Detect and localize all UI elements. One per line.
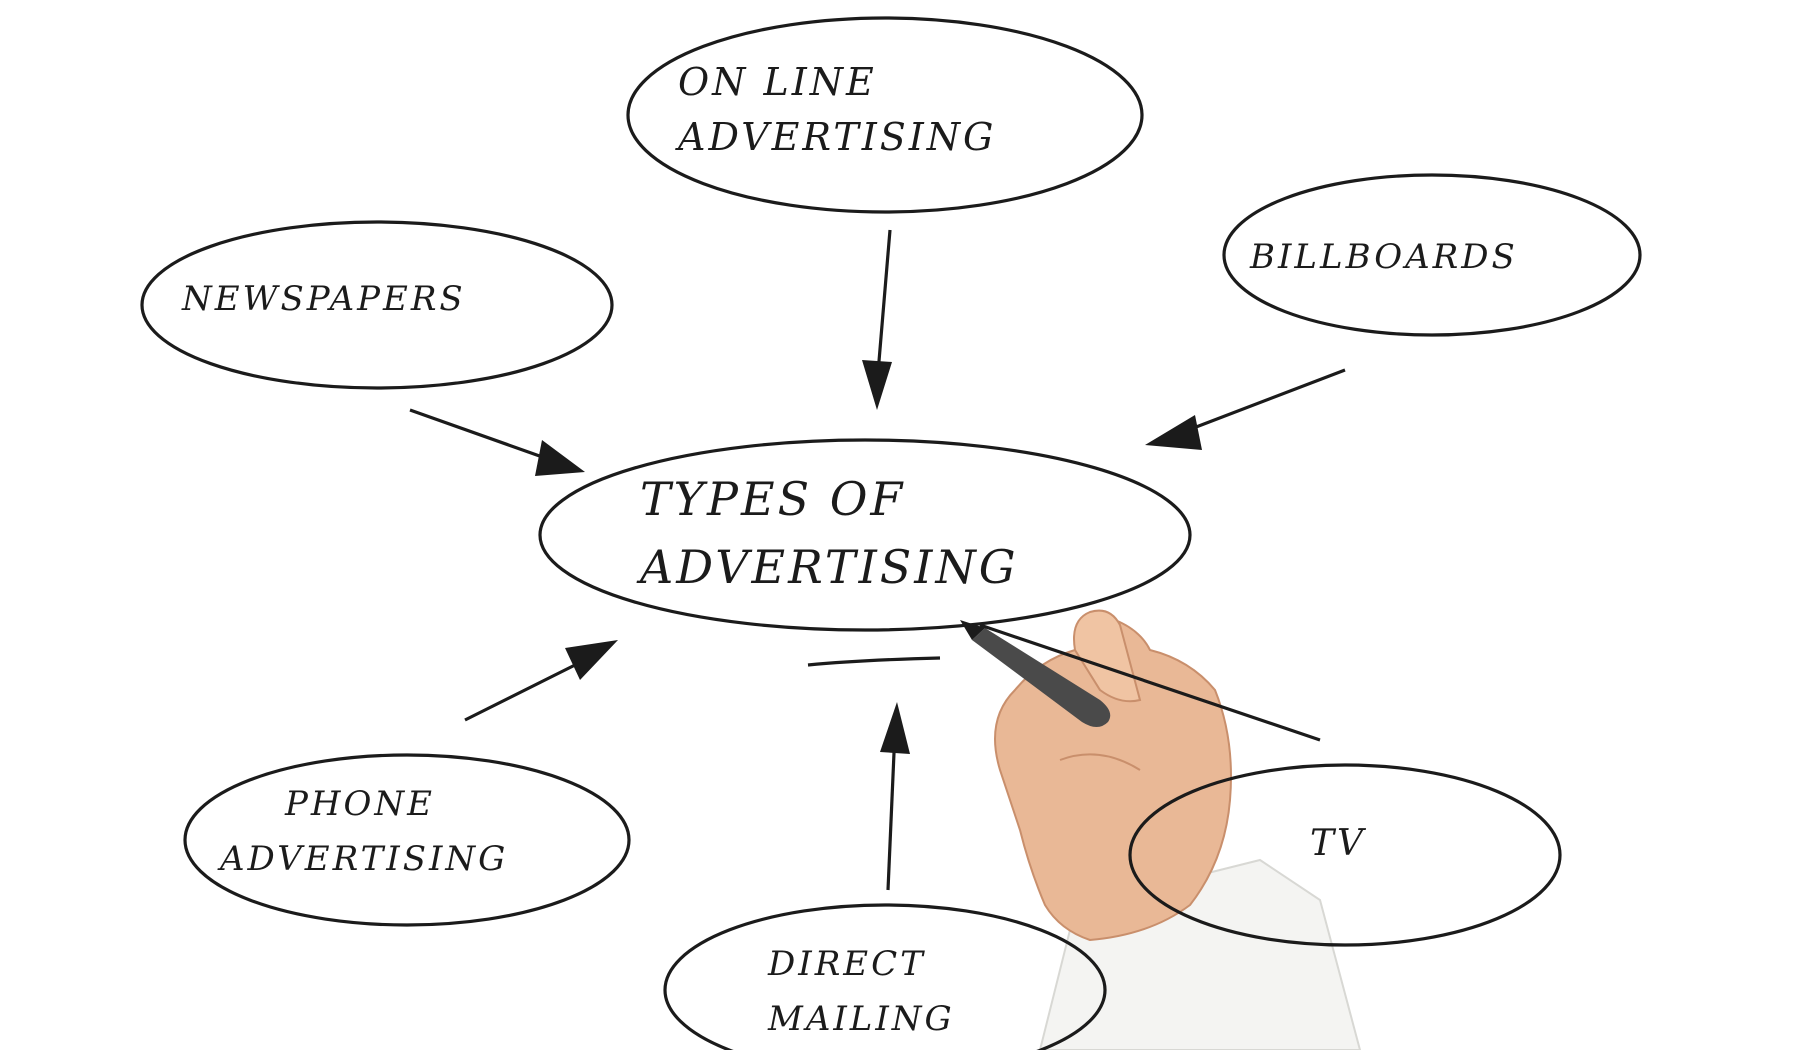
- phone-ellipse: [183, 753, 631, 927]
- node-online-advertising: ON LINE ADVERTISING: [626, 16, 1144, 214]
- online-ellipse: [626, 16, 1144, 214]
- finger-shading: [1059, 753, 1141, 771]
- center-label-line2: ADVERTISING: [636, 540, 1018, 594]
- newspapers-label: NEWSPAPERS: [181, 279, 466, 319]
- online-label-line1: ON LINE: [678, 60, 877, 104]
- newspapers-ellipse: [140, 220, 614, 390]
- node-phone-advertising: PHONE ADVERTISING: [183, 753, 631, 927]
- arrow-phone: [464, 640, 618, 722]
- phone-label-line1: PHONE: [284, 784, 435, 824]
- arrow-billboards: [1145, 368, 1346, 450]
- center-underline-stroke: [807, 656, 941, 667]
- direct-label-line1: DIRECT: [767, 944, 926, 984]
- hand-with-pen-illustration: [960, 609, 1362, 1050]
- arrow-online: [862, 229, 892, 410]
- arrows: [409, 229, 1346, 891]
- direct-label-line2: MAILING: [767, 999, 955, 1039]
- arrow-newspapers: [409, 408, 585, 476]
- node-billboards: BILLBOARDS: [1222, 173, 1642, 337]
- direct-ellipse: [663, 903, 1107, 1050]
- phone-label-line2: ADVERTISING: [217, 839, 508, 879]
- pen: [972, 628, 1111, 727]
- thumb: [1073, 609, 1142, 703]
- billboards-label: BILLBOARDS: [1249, 237, 1518, 277]
- billboards-ellipse: [1222, 173, 1642, 337]
- node-tv: TV: [1128, 763, 1562, 947]
- tv-ellipse: [1128, 763, 1562, 947]
- pen-stroke-line: [979, 623, 1321, 742]
- tv-label: TV: [1310, 823, 1367, 864]
- arrow-direct: [880, 702, 910, 891]
- center-label-line1: TYPES OF: [640, 472, 905, 526]
- node-newspapers: NEWSPAPERS: [140, 220, 614, 390]
- node-direct-mailing: DIRECT MAILING: [663, 903, 1107, 1050]
- center-node: TYPES OF ADVERTISING: [538, 438, 1192, 632]
- center-ellipse: [538, 438, 1192, 632]
- online-label-line2: ADVERTISING: [675, 115, 996, 159]
